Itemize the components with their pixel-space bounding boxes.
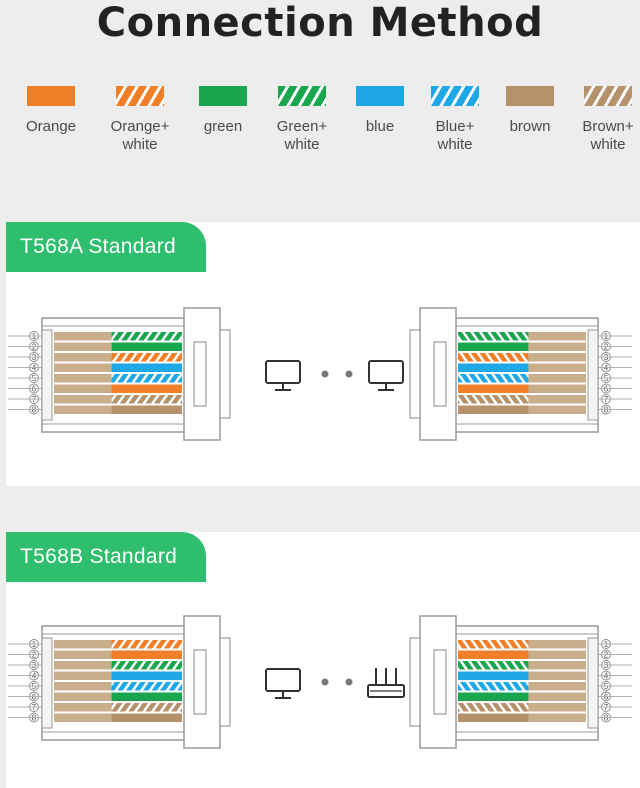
legend-item: green bbox=[178, 84, 268, 136]
legend-item: Blue+ white bbox=[410, 84, 500, 154]
legend-label: Brown+ white bbox=[582, 118, 634, 153]
legend-item: Green+ white bbox=[257, 84, 347, 154]
pin-number: 1 bbox=[604, 640, 609, 649]
pin-number: 2 bbox=[604, 343, 609, 352]
legend-item: Orange bbox=[6, 84, 96, 136]
pin-number: 1 bbox=[32, 332, 37, 341]
legend-label: blue bbox=[365, 118, 395, 135]
pin-number: 7 bbox=[604, 703, 609, 712]
legend-swatch bbox=[431, 86, 479, 106]
pin-number: 8 bbox=[32, 406, 37, 415]
legend-item: Brown+ white bbox=[563, 84, 640, 154]
monitor-icon bbox=[265, 668, 301, 699]
pin-number: 3 bbox=[32, 353, 37, 362]
pin-number: 6 bbox=[32, 693, 37, 702]
legend-swatch bbox=[116, 86, 164, 106]
rj45-connector-left bbox=[8, 307, 231, 441]
t568a-standard-tab: T568A Standard bbox=[6, 222, 206, 272]
pin-number: 8 bbox=[604, 714, 609, 723]
connection-dots bbox=[321, 370, 353, 378]
legend-swatch bbox=[356, 86, 404, 106]
legend-label: Orange bbox=[25, 118, 77, 135]
pin-number: 4 bbox=[32, 364, 37, 373]
legend-swatch bbox=[584, 86, 632, 106]
t568b-standard-tab: T568B Standard bbox=[6, 532, 206, 582]
legend-item: brown bbox=[485, 84, 575, 136]
rj45-connector-left bbox=[8, 615, 231, 749]
legend-item: blue bbox=[335, 84, 425, 136]
pin-number: 3 bbox=[604, 661, 609, 670]
pin-number: 3 bbox=[32, 661, 37, 670]
pin-number: 2 bbox=[32, 343, 37, 352]
pin-number: 4 bbox=[604, 364, 609, 373]
legend-swatch bbox=[27, 86, 75, 106]
pin-number: 1 bbox=[32, 640, 37, 649]
legend-swatch bbox=[278, 86, 326, 106]
pin-number: 5 bbox=[604, 374, 609, 383]
monitor-icon bbox=[265, 360, 301, 391]
pin-number: 5 bbox=[604, 682, 609, 691]
legend-swatch bbox=[199, 86, 247, 106]
page-title: Connection Method bbox=[96, 0, 544, 46]
legend-item: Orange+ white bbox=[95, 84, 185, 154]
monitor-icon bbox=[368, 360, 404, 391]
pin-number: 5 bbox=[32, 374, 37, 383]
pin-number: 7 bbox=[32, 395, 37, 404]
pin-number: 6 bbox=[604, 385, 609, 394]
connection-dots bbox=[321, 678, 353, 686]
color-legend: Orange Orange+ white green Green+ white blue… bbox=[0, 84, 640, 164]
pin-number: 2 bbox=[32, 651, 37, 660]
pin-number: 1 bbox=[604, 332, 609, 341]
legend-label: Blue+ white bbox=[435, 118, 475, 153]
pin-number: 6 bbox=[32, 385, 37, 394]
legend-label: green bbox=[203, 118, 243, 135]
pin-number: 8 bbox=[32, 714, 37, 723]
router-icon bbox=[367, 668, 405, 698]
pin-number: 3 bbox=[604, 353, 609, 362]
legend-swatch bbox=[506, 86, 554, 106]
pin-number: 7 bbox=[604, 395, 609, 404]
pin-number: 5 bbox=[32, 682, 37, 691]
pin-number: 6 bbox=[604, 693, 609, 702]
legend-label: brown bbox=[509, 118, 551, 135]
pin-number: 8 bbox=[604, 406, 609, 415]
rj45-connector-right bbox=[409, 615, 632, 749]
pin-number: 4 bbox=[604, 672, 609, 681]
pin-number: 7 bbox=[32, 703, 37, 712]
rj45-connector-right bbox=[409, 307, 632, 441]
legend-label: Green+ white bbox=[276, 118, 328, 153]
pin-number: 2 bbox=[604, 651, 609, 660]
pin-number: 4 bbox=[32, 672, 37, 681]
legend-label: Orange+ white bbox=[110, 118, 170, 153]
